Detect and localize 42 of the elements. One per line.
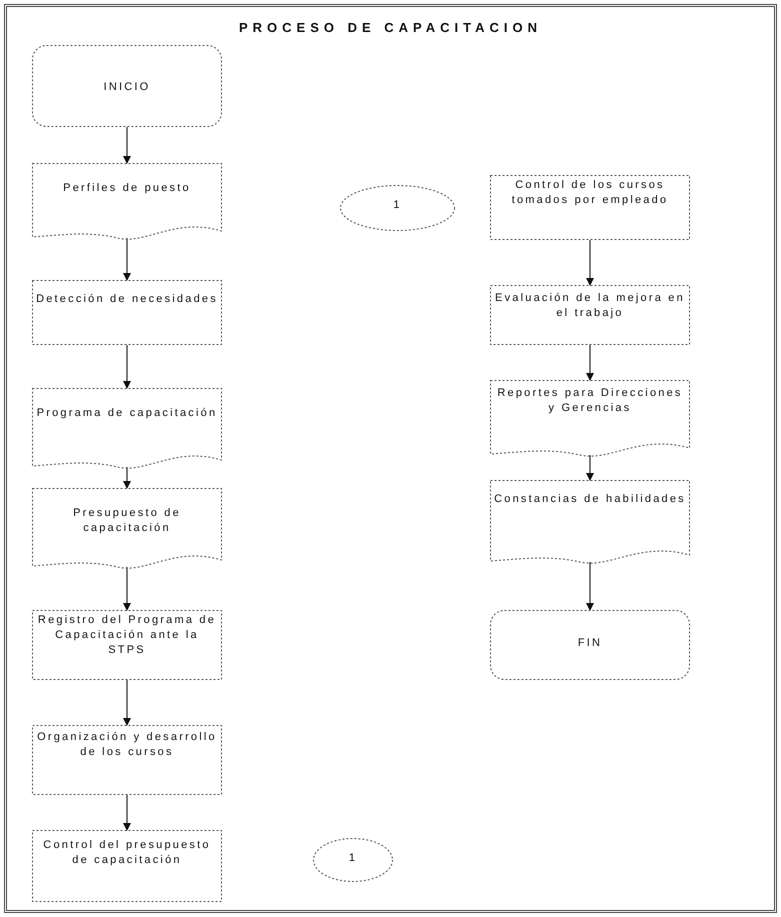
- process-box: [490, 175, 690, 240]
- node-label: 1: [348, 851, 358, 866]
- node-label: Reportes para Direcciones y Gerencias: [496, 386, 684, 416]
- terminal-box: [32, 45, 222, 127]
- node-label: Programa de capacitación: [36, 406, 218, 421]
- arrow: [586, 454, 594, 481]
- process-box: [490, 285, 690, 345]
- node-label: 1: [392, 198, 403, 213]
- node-label: Registro del Programa de Capacitación ante la STPS: [36, 613, 218, 658]
- arrow: [123, 126, 131, 164]
- node-label: FIN: [576, 636, 604, 651]
- arrow: [586, 562, 594, 611]
- document-shape: [32, 388, 222, 470]
- node-label: Control del presupuesto de capacitación: [42, 838, 212, 868]
- arrow: [123, 794, 131, 831]
- arrow: [123, 680, 131, 726]
- diagram-title: PROCESO DE CAPACITACION: [238, 20, 544, 35]
- process-box: [32, 280, 222, 345]
- arrow: [123, 238, 131, 281]
- node-label: Control de los cursos tomados por empleado: [510, 178, 670, 208]
- node-label: Perfiles de puesto: [62, 181, 192, 196]
- node-label: Organización y desarrollo de los cursos: [36, 730, 218, 760]
- arrow: [586, 344, 594, 381]
- connector-oval: [340, 185, 455, 231]
- node-label: Detección de necesidades: [35, 292, 219, 307]
- document-shape: [490, 480, 690, 565]
- connector-oval: [313, 838, 393, 882]
- arrow: [123, 344, 131, 389]
- document-shape: [490, 380, 690, 458]
- node-label: INICIO: [102, 80, 152, 95]
- document-shape: [32, 488, 222, 570]
- node-label: Presupuesto de capacitación: [72, 506, 182, 536]
- process-box: [32, 830, 222, 902]
- node-label: Constancias de habilidades: [493, 492, 687, 507]
- arrow: [123, 466, 131, 489]
- arrow: [123, 566, 131, 611]
- arrow: [586, 240, 594, 286]
- terminal-box: [490, 610, 690, 680]
- document-shape: [32, 163, 222, 241]
- node-label: Evaluación de la mejora en el trabajo: [494, 291, 686, 321]
- process-box: [32, 725, 222, 795]
- process-box: [32, 610, 222, 680]
